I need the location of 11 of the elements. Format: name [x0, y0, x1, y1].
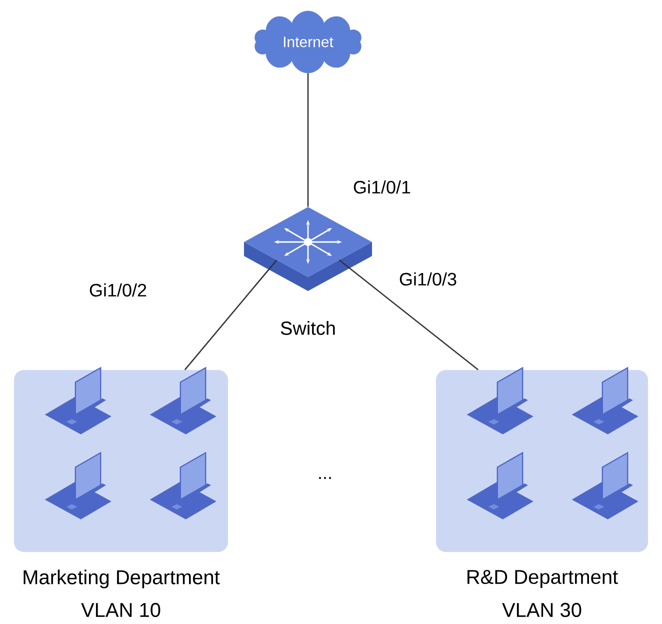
port-label: Gi1/0/2 — [90, 283, 146, 297]
group-label: VLAN 10 — [81, 602, 160, 618]
port-label: Gi1/0/3 — [400, 272, 456, 286]
group-label: R&D Department — [468, 570, 618, 588]
connection-line — [307, 73, 309, 207]
connection-line — [184, 260, 278, 370]
group-label: VLAN 30 — [502, 602, 582, 618]
group-label: Marketing Department — [24, 570, 220, 588]
port-label: Gi1/0/1 — [354, 180, 410, 194]
device-label: Switch — [280, 321, 335, 335]
ellipsis: ... — [319, 477, 331, 479]
